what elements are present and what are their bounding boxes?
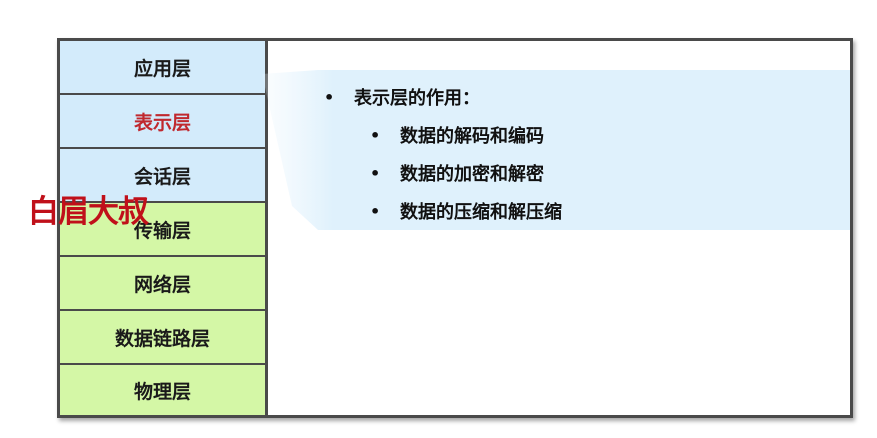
layer-label: 网络层 [133,273,191,296]
panel-item: • 数据的加密和解密 [370,160,544,186]
layer-data-link: 数据链路层 [60,311,265,365]
bullet-icon: • [370,201,381,221]
panel-item: • 数据的压缩和解压缩 [370,198,562,224]
layer-label: 传输层 [133,219,191,242]
watermark-text: 白眉大叔 [28,194,149,230]
bullet-icon: • [370,125,381,145]
presentation-info-panel: • 表示层的作用： • 数据的解码和编码 • 数据的加密和解密 • 数据的压缩和… [318,70,850,230]
layer-physical: 物理层 [60,365,265,415]
layer-network: 网络层 [60,257,265,311]
layer-label: 应用层 [133,57,191,80]
callout-panel-shape [262,70,850,230]
panel-heading-row: • 表示层的作用： [324,84,480,110]
bullet-icon: • [324,87,335,107]
layer-label: 物理层 [133,380,191,403]
panel-item: • 数据的解码和编码 [370,122,544,148]
panel-heading: 表示层的作用： [354,88,480,109]
layer-application: 应用层 [60,41,265,95]
layer-transport: 传输层 [60,203,265,257]
layer-session: 会话层 [60,149,265,203]
layer-label: 会话层 [133,165,191,188]
callout-funnel [262,70,850,230]
panel-item-text: 数据的加密和解密 [400,164,544,185]
layer-presentation: 表示层 [60,95,265,149]
osi-layer-stack: 应用层 表示层 会话层 传输层 网络层 数据链路层 物理层 [60,41,268,415]
panel-item-text: 数据的解码和编码 [400,126,544,147]
panel-item-text: 数据的压缩和解压缩 [400,202,562,223]
layer-label: 表示层 [133,111,191,134]
layer-label: 数据链路层 [114,327,210,350]
bullet-icon: • [370,163,381,183]
